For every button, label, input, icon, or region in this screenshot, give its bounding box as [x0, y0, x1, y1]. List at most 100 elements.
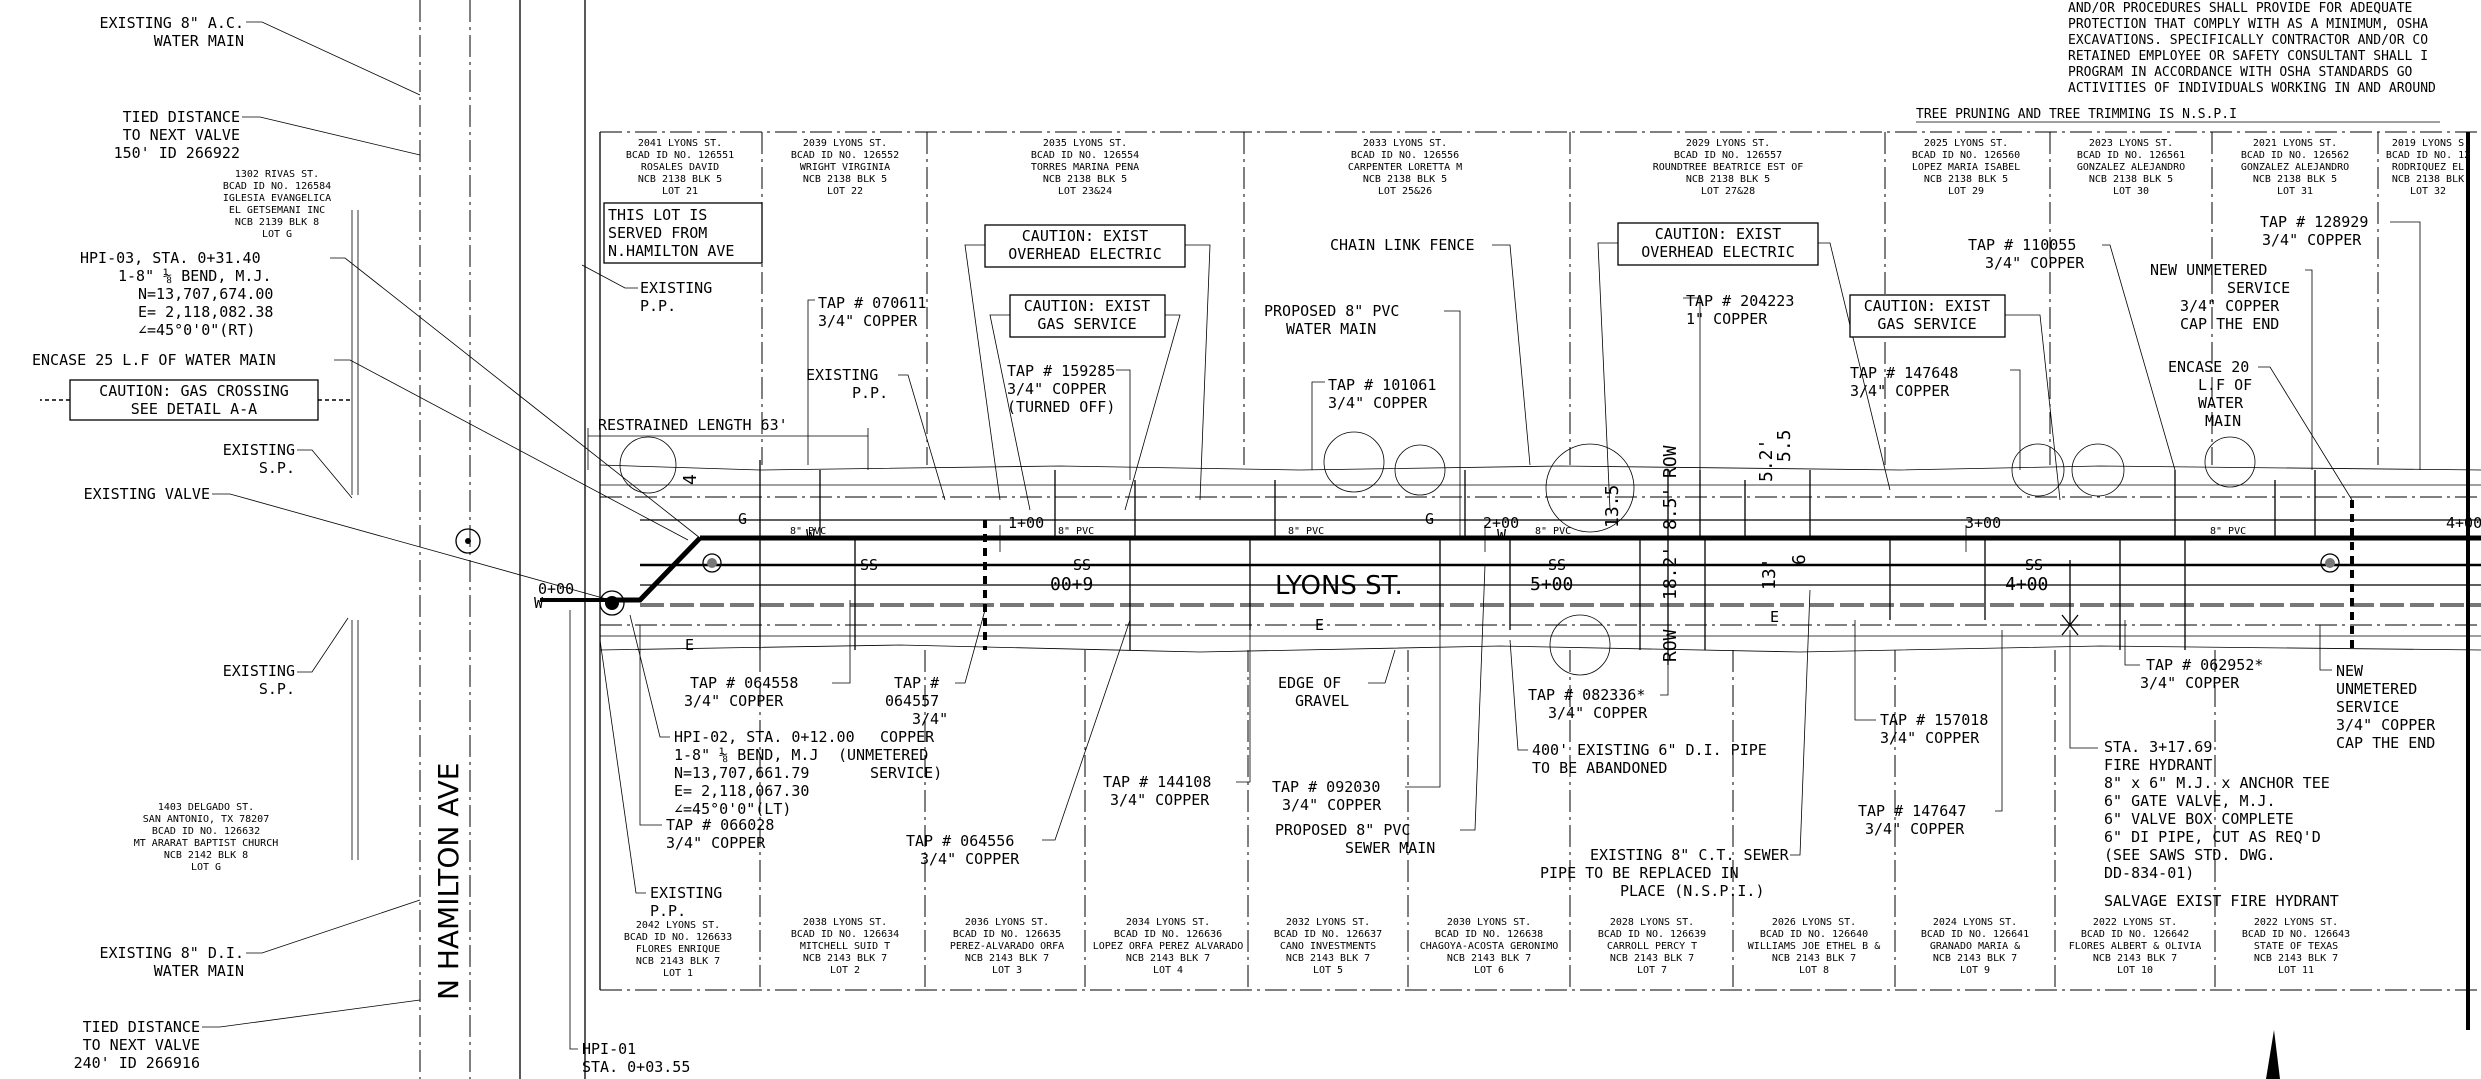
- gas-tag: G: [738, 510, 747, 528]
- tap-label: TAP # 101061: [1328, 376, 1436, 394]
- lot-line: BCAD ID NO. 12: [2386, 150, 2470, 161]
- delgado-line: LOT G: [191, 862, 221, 873]
- tap-label: TAP # 110055: [1968, 236, 2076, 254]
- tied-distance-label: 240' ID 266916: [74, 1054, 200, 1072]
- prop-sewer-label: PROPOSED 8" PVC: [1275, 821, 1410, 839]
- lot-line: 2024 LYONS ST.: [1933, 917, 2017, 928]
- lot-line: BCAD ID NO. 126639: [1598, 929, 1706, 940]
- lot-line: 2019 LYONS S: [2392, 138, 2464, 149]
- tap-label: COPPER: [880, 728, 935, 746]
- pp-label: EXISTING: [650, 884, 722, 902]
- tap-label: TAP # 062952*: [2146, 656, 2263, 674]
- lot-line: NCB 2138 BLK 5: [638, 174, 722, 185]
- prop-water-label: WATER MAIN: [1286, 320, 1376, 338]
- di-abandon-label: 400' EXISTING 6" D.I. PIPE: [1532, 741, 1767, 759]
- lot-line: 2038 LYONS ST.: [803, 917, 887, 928]
- prop-water-label: PROPOSED 8" PVC: [1264, 302, 1399, 320]
- dim-18-2: 18.2': [1660, 546, 1681, 600]
- hpi03-label: N=13,707,674.00: [138, 285, 273, 303]
- lot-line: BCAD ID NO. 126562: [2241, 150, 2349, 161]
- delgado-line: NCB 2142 BLK 8: [164, 850, 248, 861]
- ss-tag: SS: [1548, 556, 1566, 574]
- lot-line: NCB 2143 BLK 7: [2093, 953, 2177, 964]
- lot-line: WRIGHT VIRGINIA: [800, 162, 890, 173]
- caution-text: CAUTION: EXIST: [1024, 297, 1150, 315]
- lot-line: BCAD ID NO. 126640: [1760, 929, 1868, 940]
- encase20-label: MAIN: [2205, 412, 2241, 430]
- plan-callouts: THIS LOT IS SERVED FROM N.HAMILTON AVE E…: [569, 202, 2436, 1076]
- caution-gas-box: [1009, 294, 1166, 338]
- unmetered-label: CAP THE END: [2180, 315, 2279, 333]
- lot-line: 2033 LYONS ST.: [1363, 138, 1447, 149]
- gravel-label: GRAVEL: [1295, 692, 1349, 710]
- sewer-station: 5+00: [1530, 574, 1573, 595]
- pvc-tag: 8" PVC: [790, 526, 826, 537]
- station-0: 0+00: [538, 580, 574, 598]
- hpi03-label: HPI-03, STA. 0+31.40: [80, 249, 261, 267]
- water-tag: W: [1497, 526, 1507, 544]
- tap-label: 3/4" COPPER: [1880, 729, 1980, 747]
- tap-label: TAP # 070611: [818, 294, 926, 312]
- top-lot-labels: 2041 LYONS ST.BCAD ID NO. 126551ROSALES …: [626, 138, 2470, 197]
- lot-line: FLORES ALBERT & OLIVIA: [2069, 941, 2201, 952]
- encase20-label: WATER: [2198, 394, 2244, 412]
- lot-line: LOT 5: [1313, 965, 1343, 976]
- ac-main-label: WATER MAIN: [154, 32, 244, 50]
- ss-tag: SS: [860, 556, 878, 574]
- tap-label: 3/4" COPPER: [1110, 791, 1210, 809]
- hydrant-label: FIRE HYDRANT: [2104, 756, 2212, 774]
- tap-label: 3/4" COPPER: [1548, 704, 1648, 722]
- stations: 0+00 1+00 2+00 3+00 4+00 00+9 5+00 4+00: [538, 514, 2481, 598]
- tap-label: TAP # 092030: [1272, 778, 1380, 796]
- caution-text: GAS SERVICE: [1037, 315, 1136, 333]
- lot-line: BCAD ID NO. 126554: [1031, 150, 1139, 161]
- safety-line: EXCAVATIONS. SPECIFICALLY CONTRACTOR AND…: [2068, 33, 2428, 48]
- tap-label: 3/4" COPPER: [1007, 380, 1107, 398]
- dimensions: ROW ROW 8.5' 18.2' 13.5 5.2' 5.5 13' 4 6: [680, 429, 1810, 665]
- lot-line: MITCHELL SUID T: [800, 941, 890, 952]
- lot-line: GONZALEZ ALEJANDRO: [2241, 162, 2349, 173]
- tap-label: TAP # 204223: [1686, 292, 1794, 310]
- lot-line: LOT 32: [2410, 186, 2446, 197]
- hpi01-label: STA. 0+03.55: [582, 1058, 690, 1076]
- lot-line: NCB 2138 BLK 5: [2089, 174, 2173, 185]
- caution-text: CAUTION: EXIST: [1022, 227, 1148, 245]
- lot-line: NCB 2143 BLK 7: [1447, 953, 1531, 964]
- tap-label: 3/4" COPPER: [2140, 674, 2240, 692]
- water-tag: W: [806, 526, 816, 544]
- lot-line: NCB 2138 BLK: [2392, 174, 2464, 185]
- dim-5-5: 5.5: [1774, 429, 1795, 462]
- tied-distance-label: 150' ID 266922: [114, 144, 240, 162]
- dim-8-5: 8.5': [1660, 487, 1681, 530]
- lot-line: BCAD ID NO. 126556: [1351, 150, 1459, 161]
- lot-line: FLORES ENRIQUE: [636, 944, 720, 955]
- tap-label: 064557: [885, 692, 939, 710]
- tap-label: 3/4" COPPER: [684, 692, 784, 710]
- tap-label: (TURNED OFF): [1007, 398, 1115, 416]
- di-abandon-label: TO BE ABANDONED: [1532, 759, 1667, 777]
- pvc-tag: 8" PVC: [1058, 526, 1094, 537]
- lot-line: 2032 LYONS ST.: [1286, 917, 1370, 928]
- hydrant-label: (SEE SAWS STD. DWG.: [2104, 846, 2276, 864]
- tied-distance-label: TO NEXT VALVE: [123, 126, 240, 144]
- ct-sewer-label: PIPE TO BE REPLACED IN: [1540, 864, 1739, 882]
- tree-pruning-note: TREE PRUNING AND TREE TRIMMING IS N.S.P.…: [1916, 107, 2237, 122]
- lot-line: LOT 6: [1474, 965, 1504, 976]
- tap-label: TAP # 159285: [1007, 362, 1115, 380]
- lot-line: GRANADO MARIA &: [1930, 941, 2020, 952]
- ct-sewer-label: PLACE (N.S.P.I.): [1620, 882, 1765, 900]
- tap-label: TAP # 144108: [1103, 773, 1211, 791]
- lot-line: LOT 30: [2113, 186, 2149, 197]
- lot-line: 2035 LYONS ST.: [1043, 138, 1127, 149]
- unmetered-label: SERVICE: [2227, 279, 2290, 297]
- pp-label: P.P.: [650, 902, 686, 920]
- served-box: [603, 202, 763, 264]
- caution-gas-text: CAUTION: GAS CROSSING: [99, 382, 289, 400]
- lot-line: ROSALES DAVID: [641, 162, 719, 173]
- lot-line: NCB 2138 BLK 5: [1686, 174, 1770, 185]
- lot-line: NCB 2143 BLK 7: [1286, 953, 1370, 964]
- served-text: N.HAMILTON AVE: [608, 242, 734, 260]
- dim-6: 6: [1789, 554, 1810, 565]
- tap-label: TAP # 064556: [906, 832, 1014, 850]
